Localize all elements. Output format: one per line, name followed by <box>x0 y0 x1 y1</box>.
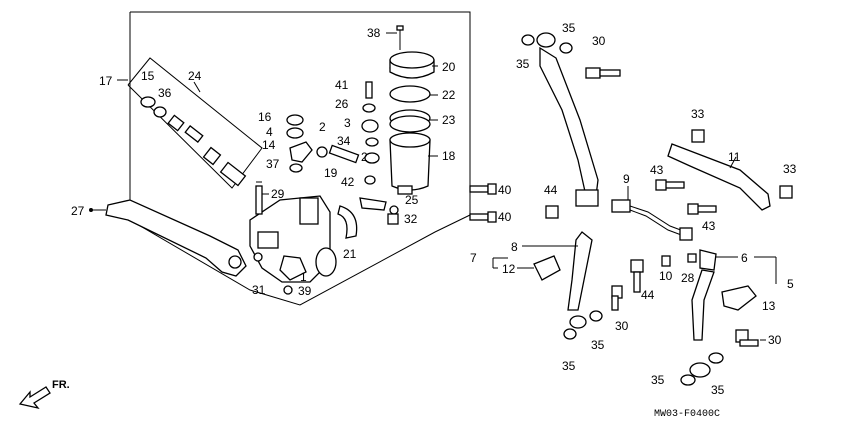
callout-43a: 43 <box>650 163 664 177</box>
callout-40a: 40 <box>498 183 512 197</box>
callout-1: 1 <box>300 270 307 284</box>
hose-clamp-13 <box>721 285 757 311</box>
callout-17: 17 <box>99 74 113 88</box>
lower-brake-hose <box>689 249 717 378</box>
callout-43b: 43 <box>702 219 716 233</box>
brake-hose-bracket <box>667 143 771 211</box>
fasteners <box>521 34 793 386</box>
callout-14: 14 <box>262 138 276 152</box>
callout-16: 16 <box>258 110 272 124</box>
callout-42: 42 <box>341 175 355 189</box>
callout-31: 31 <box>252 283 266 297</box>
callout-35f: 35 <box>711 383 725 397</box>
holder-clamp <box>337 205 358 239</box>
callout-35e: 35 <box>651 373 665 387</box>
callout-35b: 35 <box>562 21 576 35</box>
callout-33a: 33 <box>691 107 705 121</box>
screw-39 <box>253 252 293 295</box>
brake-lever <box>89 199 247 277</box>
callout-33b: 33 <box>783 162 797 176</box>
callout-41: 41 <box>335 78 349 92</box>
piston-kit-parts <box>140 96 247 187</box>
callout-13: 13 <box>762 299 776 313</box>
direction-label: FR. <box>52 379 70 391</box>
callout-4: 4 <box>266 125 273 139</box>
callout-25: 25 <box>405 193 419 207</box>
callout-2b: 2 <box>361 150 368 164</box>
callout-35c: 35 <box>562 359 576 373</box>
callout-30a: 30 <box>592 34 606 48</box>
reservoir-assembly <box>389 25 435 195</box>
callout-35d: 35 <box>591 338 605 352</box>
callout-40b: 40 <box>498 210 512 224</box>
callout-26: 26 <box>335 97 349 111</box>
callout-44a: 44 <box>544 183 558 197</box>
upper-brake-hose <box>536 32 599 329</box>
callout-27: 27 <box>71 204 85 218</box>
hose-clip-12 <box>533 255 561 281</box>
callout-21: 21 <box>343 247 357 261</box>
callout-8: 8 <box>511 240 518 254</box>
callout-11: 11 <box>728 150 741 164</box>
callout-36: 36 <box>158 86 172 100</box>
pivot-parts <box>286 114 328 173</box>
callout-44b: 44 <box>641 288 655 302</box>
reservoir-fittings <box>359 81 399 225</box>
leader-lines <box>117 32 777 341</box>
callout-29: 29 <box>271 187 285 201</box>
brake-pipe <box>611 199 693 241</box>
callout-32: 32 <box>404 212 418 226</box>
callout-20: 20 <box>442 60 456 74</box>
callout-39: 39 <box>298 284 312 298</box>
callout-19: 19 <box>324 166 338 180</box>
callout-15: 15 <box>141 69 155 83</box>
assembly-outline <box>129 11 471 306</box>
diagram-code: MW03-F0400C <box>654 409 720 420</box>
callout-9: 9 <box>623 172 630 186</box>
callout-23: 23 <box>442 113 456 127</box>
callout-12: 12 <box>502 262 516 276</box>
bolts-40 <box>469 183 497 223</box>
callout-37: 37 <box>266 157 280 171</box>
front-direction-arrow: FR. <box>18 379 70 410</box>
callout-34: 34 <box>337 134 351 148</box>
callout-10: 10 <box>659 269 673 283</box>
callout-numbers: 1 2 2 3 4 5 6 7 8 9 10 11 12 13 14 15 16… <box>71 21 797 397</box>
callout-24: 24 <box>188 69 202 83</box>
callout-30b: 30 <box>615 319 629 333</box>
callout-38: 38 <box>367 26 381 40</box>
callout-28: 28 <box>681 271 695 285</box>
callout-22: 22 <box>442 88 456 102</box>
brake-switch <box>328 144 360 164</box>
callout-18: 18 <box>442 149 456 163</box>
master-cylinder-body <box>249 195 337 283</box>
callout-6: 6 <box>741 251 748 265</box>
callout-5: 5 <box>787 277 794 291</box>
callout-30c: 30 <box>768 333 782 347</box>
piston-kit-outline <box>127 57 263 189</box>
callout-7: 7 <box>470 251 477 265</box>
screw-29 <box>255 181 263 215</box>
callout-3: 3 <box>344 116 351 130</box>
callout-35a: 35 <box>516 57 530 71</box>
callout-2a: 2 <box>319 120 326 134</box>
